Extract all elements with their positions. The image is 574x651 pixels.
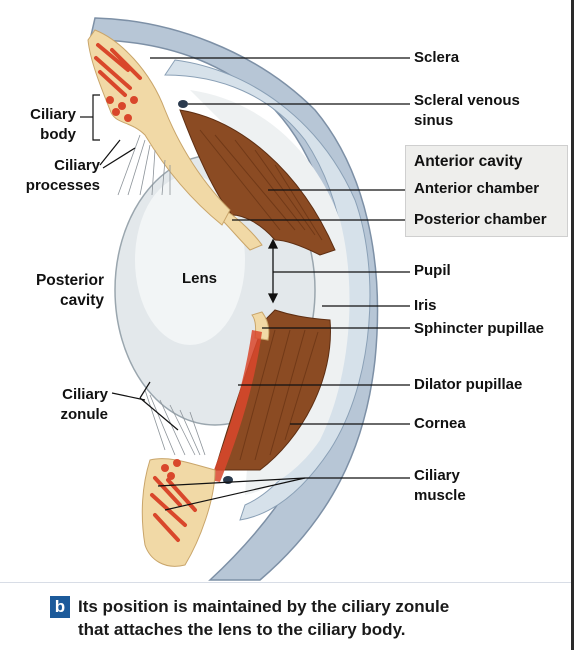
leader-ciliary-muscle bbox=[164, 477, 306, 511]
leader-ciliary-zonule-b bbox=[139, 397, 179, 431]
label-posterior-chamber: Posterior chamber bbox=[414, 211, 547, 228]
label-pupil: Pupil bbox=[414, 262, 451, 279]
label-cornea: Cornea bbox=[414, 415, 466, 432]
cornea-band bbox=[164, 59, 371, 521]
caption-line1: Its position is maintained by the ciliar… bbox=[78, 597, 450, 616]
label-ciliary-processes-line1: Ciliary bbox=[54, 157, 100, 174]
label-scleral-venous-sinus-line1: Scleral venous bbox=[414, 92, 520, 109]
label-ciliary-muscle-line1: Ciliary bbox=[414, 467, 460, 484]
pupil-arrow bbox=[267, 238, 279, 304]
label-ciliary-body-line2: body bbox=[40, 126, 76, 143]
label-ciliary-zonule-line2: zonule bbox=[60, 406, 109, 423]
label-posterior-cavity-line2: cavity bbox=[60, 292, 104, 309]
label-scleral-venous-sinus-line2: sinus bbox=[414, 112, 454, 129]
dilator-strip bbox=[210, 330, 262, 482]
sphincter-edge-top bbox=[221, 211, 263, 251]
label-ciliary-processes-line2: processes bbox=[25, 177, 100, 194]
bracket-ciliary-body bbox=[92, 94, 100, 141]
anterior-cavity-box bbox=[405, 145, 568, 237]
ciliary-body-lower bbox=[141, 458, 216, 567]
label-iris: Iris bbox=[414, 297, 437, 314]
caption-badge: b bbox=[50, 596, 70, 618]
label-sphincter-pupillae: Sphincter pupillae bbox=[414, 320, 545, 337]
label-ciliary-body-line1: Ciliary bbox=[30, 106, 76, 123]
label-posterior-cavity-line1: Posterior bbox=[35, 272, 104, 289]
label-sclera: Sclera bbox=[414, 49, 460, 66]
caption-line2: that attaches the lens to the ciliary bo… bbox=[78, 620, 406, 639]
ciliary-body-upper bbox=[87, 29, 231, 226]
label-dilator-pupillae: Dilator pupillae bbox=[414, 376, 523, 393]
label-anterior-cavity: Anterior cavity bbox=[414, 153, 523, 170]
leader-ciliary-muscle-2 bbox=[157, 477, 306, 487]
label-anterior-chamber: Anterior chamber bbox=[414, 180, 540, 197]
caption-bar: b Its position is maintained by the cili… bbox=[0, 582, 571, 651]
scleral-venous-sinus-shape bbox=[178, 100, 188, 108]
label-ciliary-muscle-line2: muscle bbox=[414, 487, 466, 504]
leader-ciliary-processes-b bbox=[102, 147, 136, 169]
label-ciliary-zonule-line1: Ciliary bbox=[62, 386, 108, 403]
leader-ciliary-zonule-a bbox=[111, 392, 146, 401]
label-lens: Lens bbox=[182, 270, 218, 287]
eye-anterior-diagram bbox=[80, 17, 410, 581]
leader-ciliary-processes-a bbox=[99, 139, 121, 166]
